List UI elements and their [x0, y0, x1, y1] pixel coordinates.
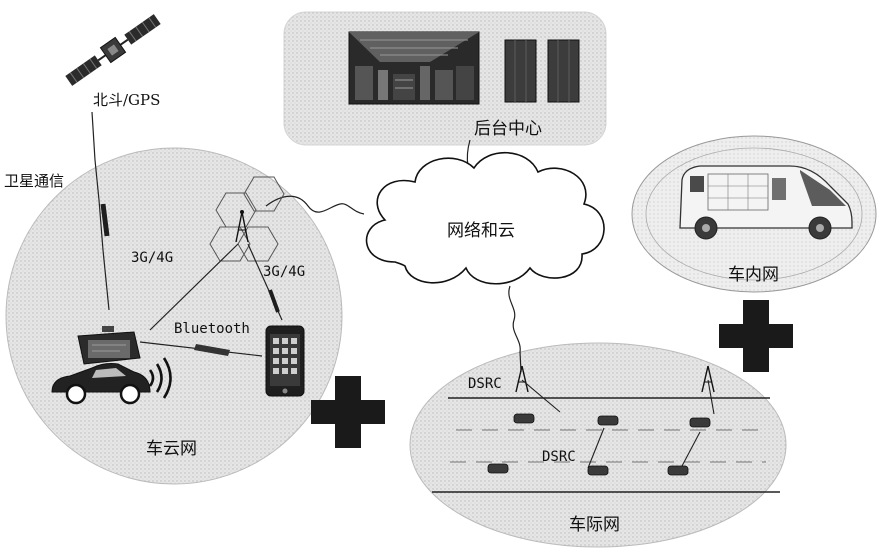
net-3g4g-left-label: 3G/4G [131, 250, 173, 266]
in-vehicle-network-label: 车内网 [728, 265, 779, 285]
cloud-icon [367, 153, 604, 284]
backend-center-label: 后台中心 [474, 119, 542, 139]
smartphone-icon [266, 326, 304, 396]
satellite-icon [64, 12, 163, 89]
vehicle-cloud-network-zone [6, 148, 342, 484]
satellite-comm-label: 卫星通信 [4, 172, 64, 190]
beidou-gps-label: 北斗/GPS [93, 91, 160, 109]
datacenter-photo-icon [349, 32, 479, 104]
bluetooth-label: Bluetooth [174, 321, 250, 337]
network-cloud-label: 网络和云 [447, 221, 515, 241]
dsrc-top-label: DSRC [468, 376, 502, 392]
dsrc-middle-label: DSRC [542, 449, 576, 465]
vehicle-cloud-network-label: 车云网 [146, 439, 197, 459]
plus-cross-icon [719, 300, 793, 372]
vehicle-to-vehicle-network-label: 车际网 [569, 515, 620, 535]
server-rack-icon [505, 40, 536, 102]
server-rack-icon [548, 40, 579, 102]
net-3g4g-right-label: 3G/4G [263, 264, 305, 280]
